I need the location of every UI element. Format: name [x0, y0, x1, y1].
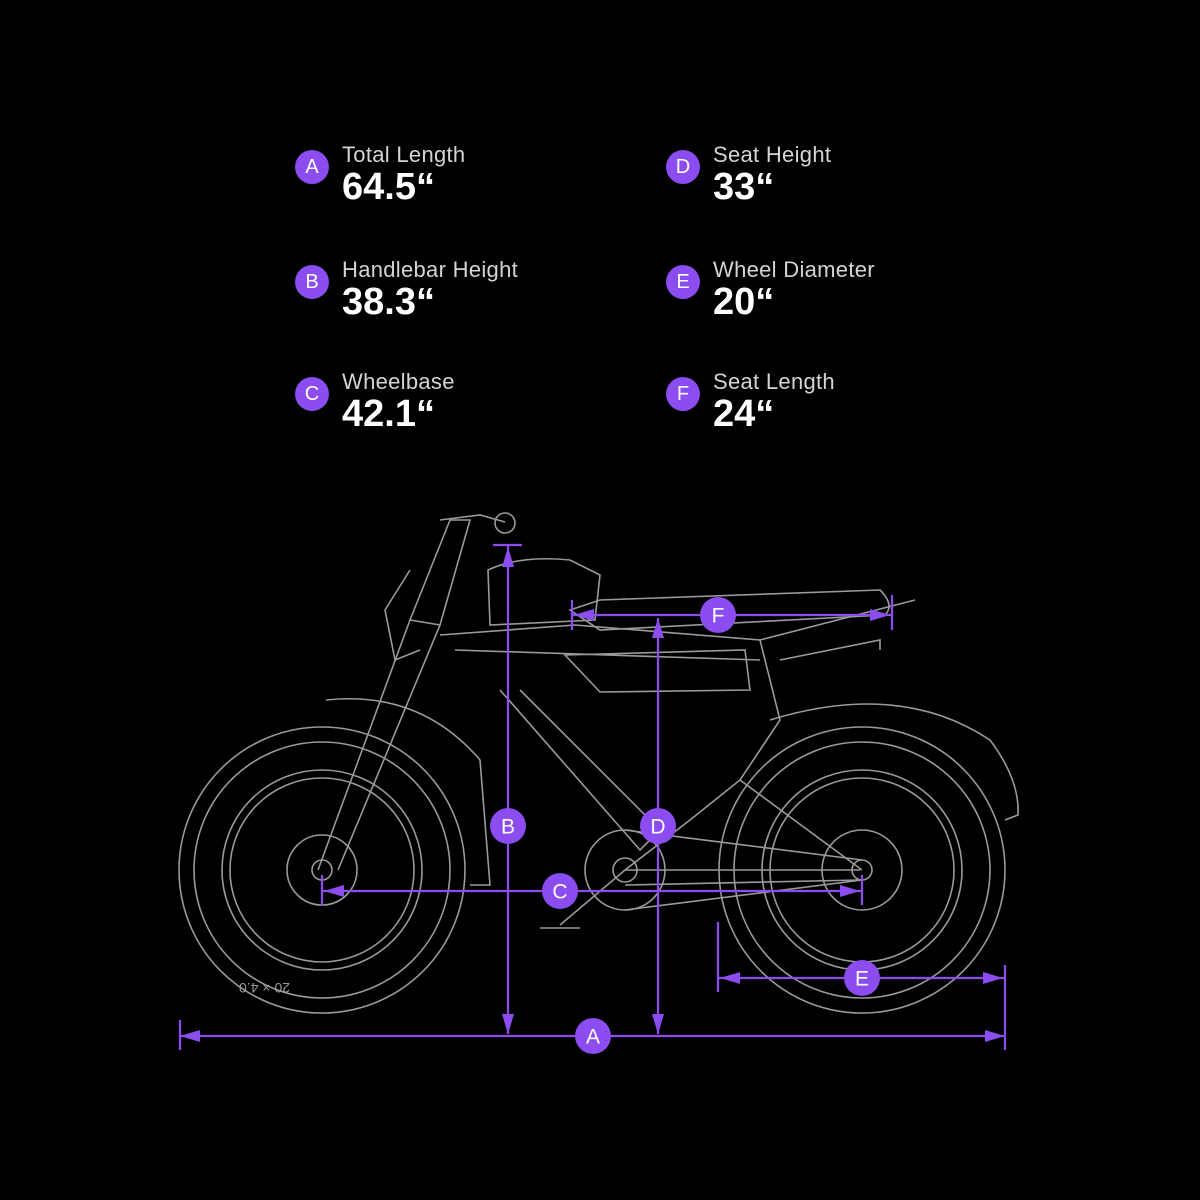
spec-wheel-diameter: E Wheel Diameter 20“	[666, 257, 996, 337]
badge-f: F	[666, 377, 700, 411]
diagram-badge-d: D	[640, 808, 676, 844]
spec-value: 20“	[713, 281, 775, 323]
spec-handlebar-height: B Handlebar Height 38.3“	[295, 257, 625, 337]
spec-value: 24“	[713, 393, 775, 435]
diagram-badge-f: F	[700, 597, 736, 633]
svg-text:E: E	[855, 968, 869, 991]
spec-label: Wheel Diameter	[713, 257, 875, 282]
badge-b: B	[295, 265, 329, 299]
badge-a: A	[295, 150, 329, 184]
spec-total-length: A Total Length 64.5“	[295, 142, 625, 222]
spec-value: 42.1“	[342, 393, 435, 435]
spec-value: 64.5“	[342, 166, 435, 208]
spec-label: Seat Height	[713, 142, 832, 167]
svg-text:C: C	[552, 881, 567, 904]
badge-d: D	[666, 150, 700, 184]
spec-label: Handlebar Height	[342, 257, 519, 282]
spec-label: Total Length	[342, 142, 466, 167]
svg-text:D: D	[650, 816, 665, 839]
diagram-badge-b: B	[490, 808, 526, 844]
ebike-line-drawing	[178, 512, 1019, 1014]
diagram-badge-e: E	[844, 960, 880, 996]
spec-label: Wheelbase	[342, 369, 455, 394]
spec-value: 33“	[713, 166, 775, 208]
badge-e: E	[666, 265, 700, 299]
svg-text:F: F	[712, 605, 725, 628]
spec-seat-length: F Seat Length 24“	[666, 369, 996, 449]
spec-label: Seat Length	[713, 369, 835, 394]
badge-c: C	[295, 377, 329, 411]
spec-value: 38.3“	[342, 281, 435, 323]
tire-marking: 20 × 4.0	[239, 980, 290, 996]
spec-wheelbase: C Wheelbase 42.1“	[295, 369, 625, 449]
spec-seat-height: D Seat Height 33“	[666, 142, 996, 222]
svg-text:A: A	[586, 1026, 600, 1049]
diagram-badge-c: C	[542, 873, 578, 909]
diagram-badge-a: A	[575, 1018, 611, 1054]
svg-text:B: B	[501, 816, 515, 839]
